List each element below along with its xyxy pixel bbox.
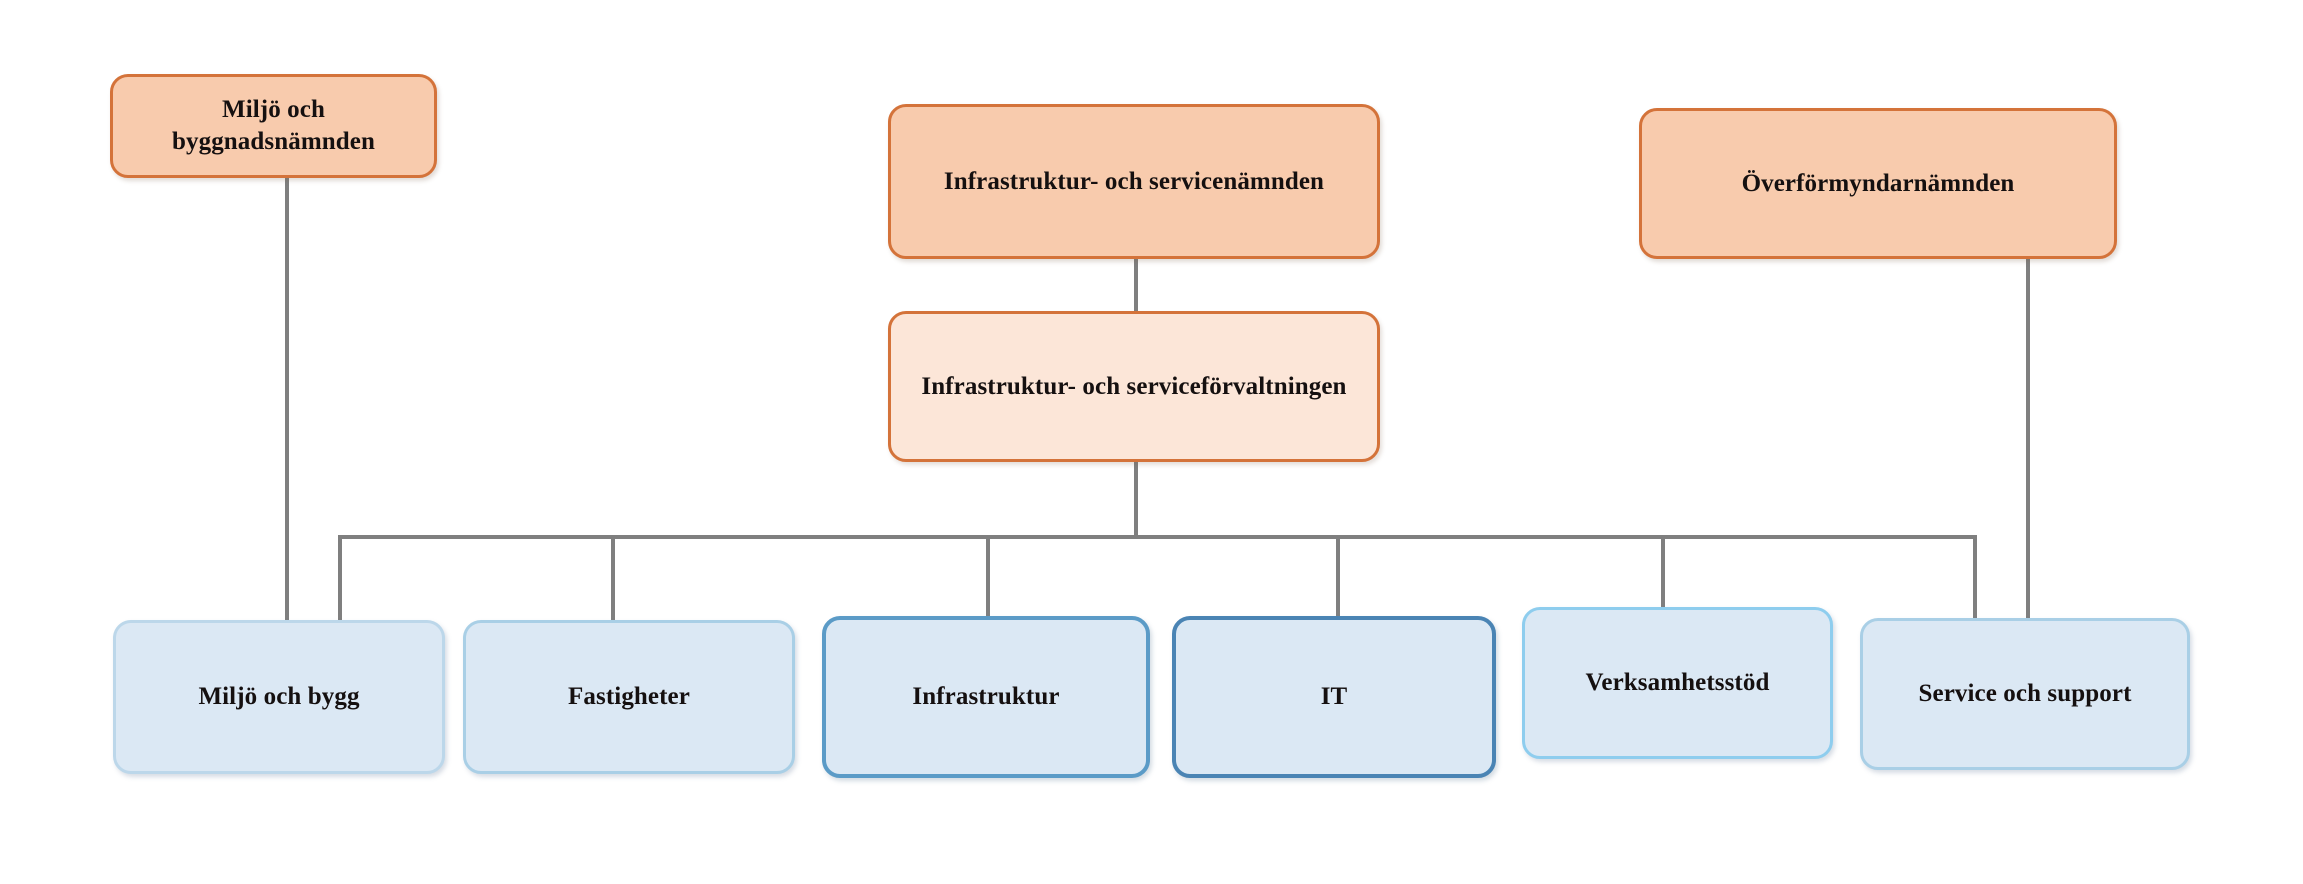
node-infrastruktur-och-serviceforvaltningen[interactable]: Infrastruktur- och serviceförvaltningen xyxy=(888,311,1380,462)
node-label: Infrastruktur- och servicenämnden xyxy=(943,167,1325,195)
connector-miljonamnden-to-miljobygg xyxy=(285,176,289,622)
node-label: Fastigheter xyxy=(568,683,690,710)
connector-overformyndarnamnden-to-service-support xyxy=(2026,259,2030,620)
node-label: Infrastruktur xyxy=(912,683,1060,710)
node-label: Service och support xyxy=(1918,680,2132,707)
node-overformyndarnamnden[interactable]: Överförmyndarnämnden xyxy=(1639,108,2117,259)
connector-horizontal-bus xyxy=(340,535,1977,539)
connector-bus-drop-miljobygg xyxy=(338,535,342,622)
node-label: Verksamhetsstöd xyxy=(1585,669,1770,696)
node-miljo-och-bygg[interactable]: Miljö och bygg xyxy=(113,620,445,774)
node-infrastruktur[interactable]: Infrastruktur xyxy=(822,616,1150,778)
connector-forvaltningen-stem xyxy=(1134,462,1138,539)
node-verksamhetsstod[interactable]: Verksamhetsstöd xyxy=(1522,607,1833,759)
node-service-och-support[interactable]: Service och support xyxy=(1860,618,2190,770)
node-miljo-och-byggnadsnamnden[interactable]: Miljö och byggnadsnämnden xyxy=(110,74,437,178)
connector-bus-drop-fastigheter xyxy=(611,535,615,622)
connector-bus-drop-service-support xyxy=(1973,535,1977,620)
node-infrastruktur-och-servicenamnden[interactable]: Infrastruktur- och servicenämnden xyxy=(888,104,1380,259)
connector-bus-drop-infrastruktur xyxy=(986,535,990,618)
node-label: Miljö och byggnadsnämnden xyxy=(172,96,375,155)
node-label: IT xyxy=(1320,683,1348,710)
connector-bus-drop-verksamhetsstod xyxy=(1661,535,1665,609)
node-label: Infrastruktur- och serviceförvaltningen xyxy=(921,372,1347,400)
node-fastigheter[interactable]: Fastigheter xyxy=(463,620,795,774)
node-label: Miljö och bygg xyxy=(198,683,360,710)
node-label: Överförmyndarnämnden xyxy=(1741,169,2015,197)
node-it[interactable]: IT xyxy=(1172,616,1496,778)
connector-servicenamnden-to-forvaltningen xyxy=(1134,259,1138,314)
connector-bus-drop-it xyxy=(1336,535,1340,618)
